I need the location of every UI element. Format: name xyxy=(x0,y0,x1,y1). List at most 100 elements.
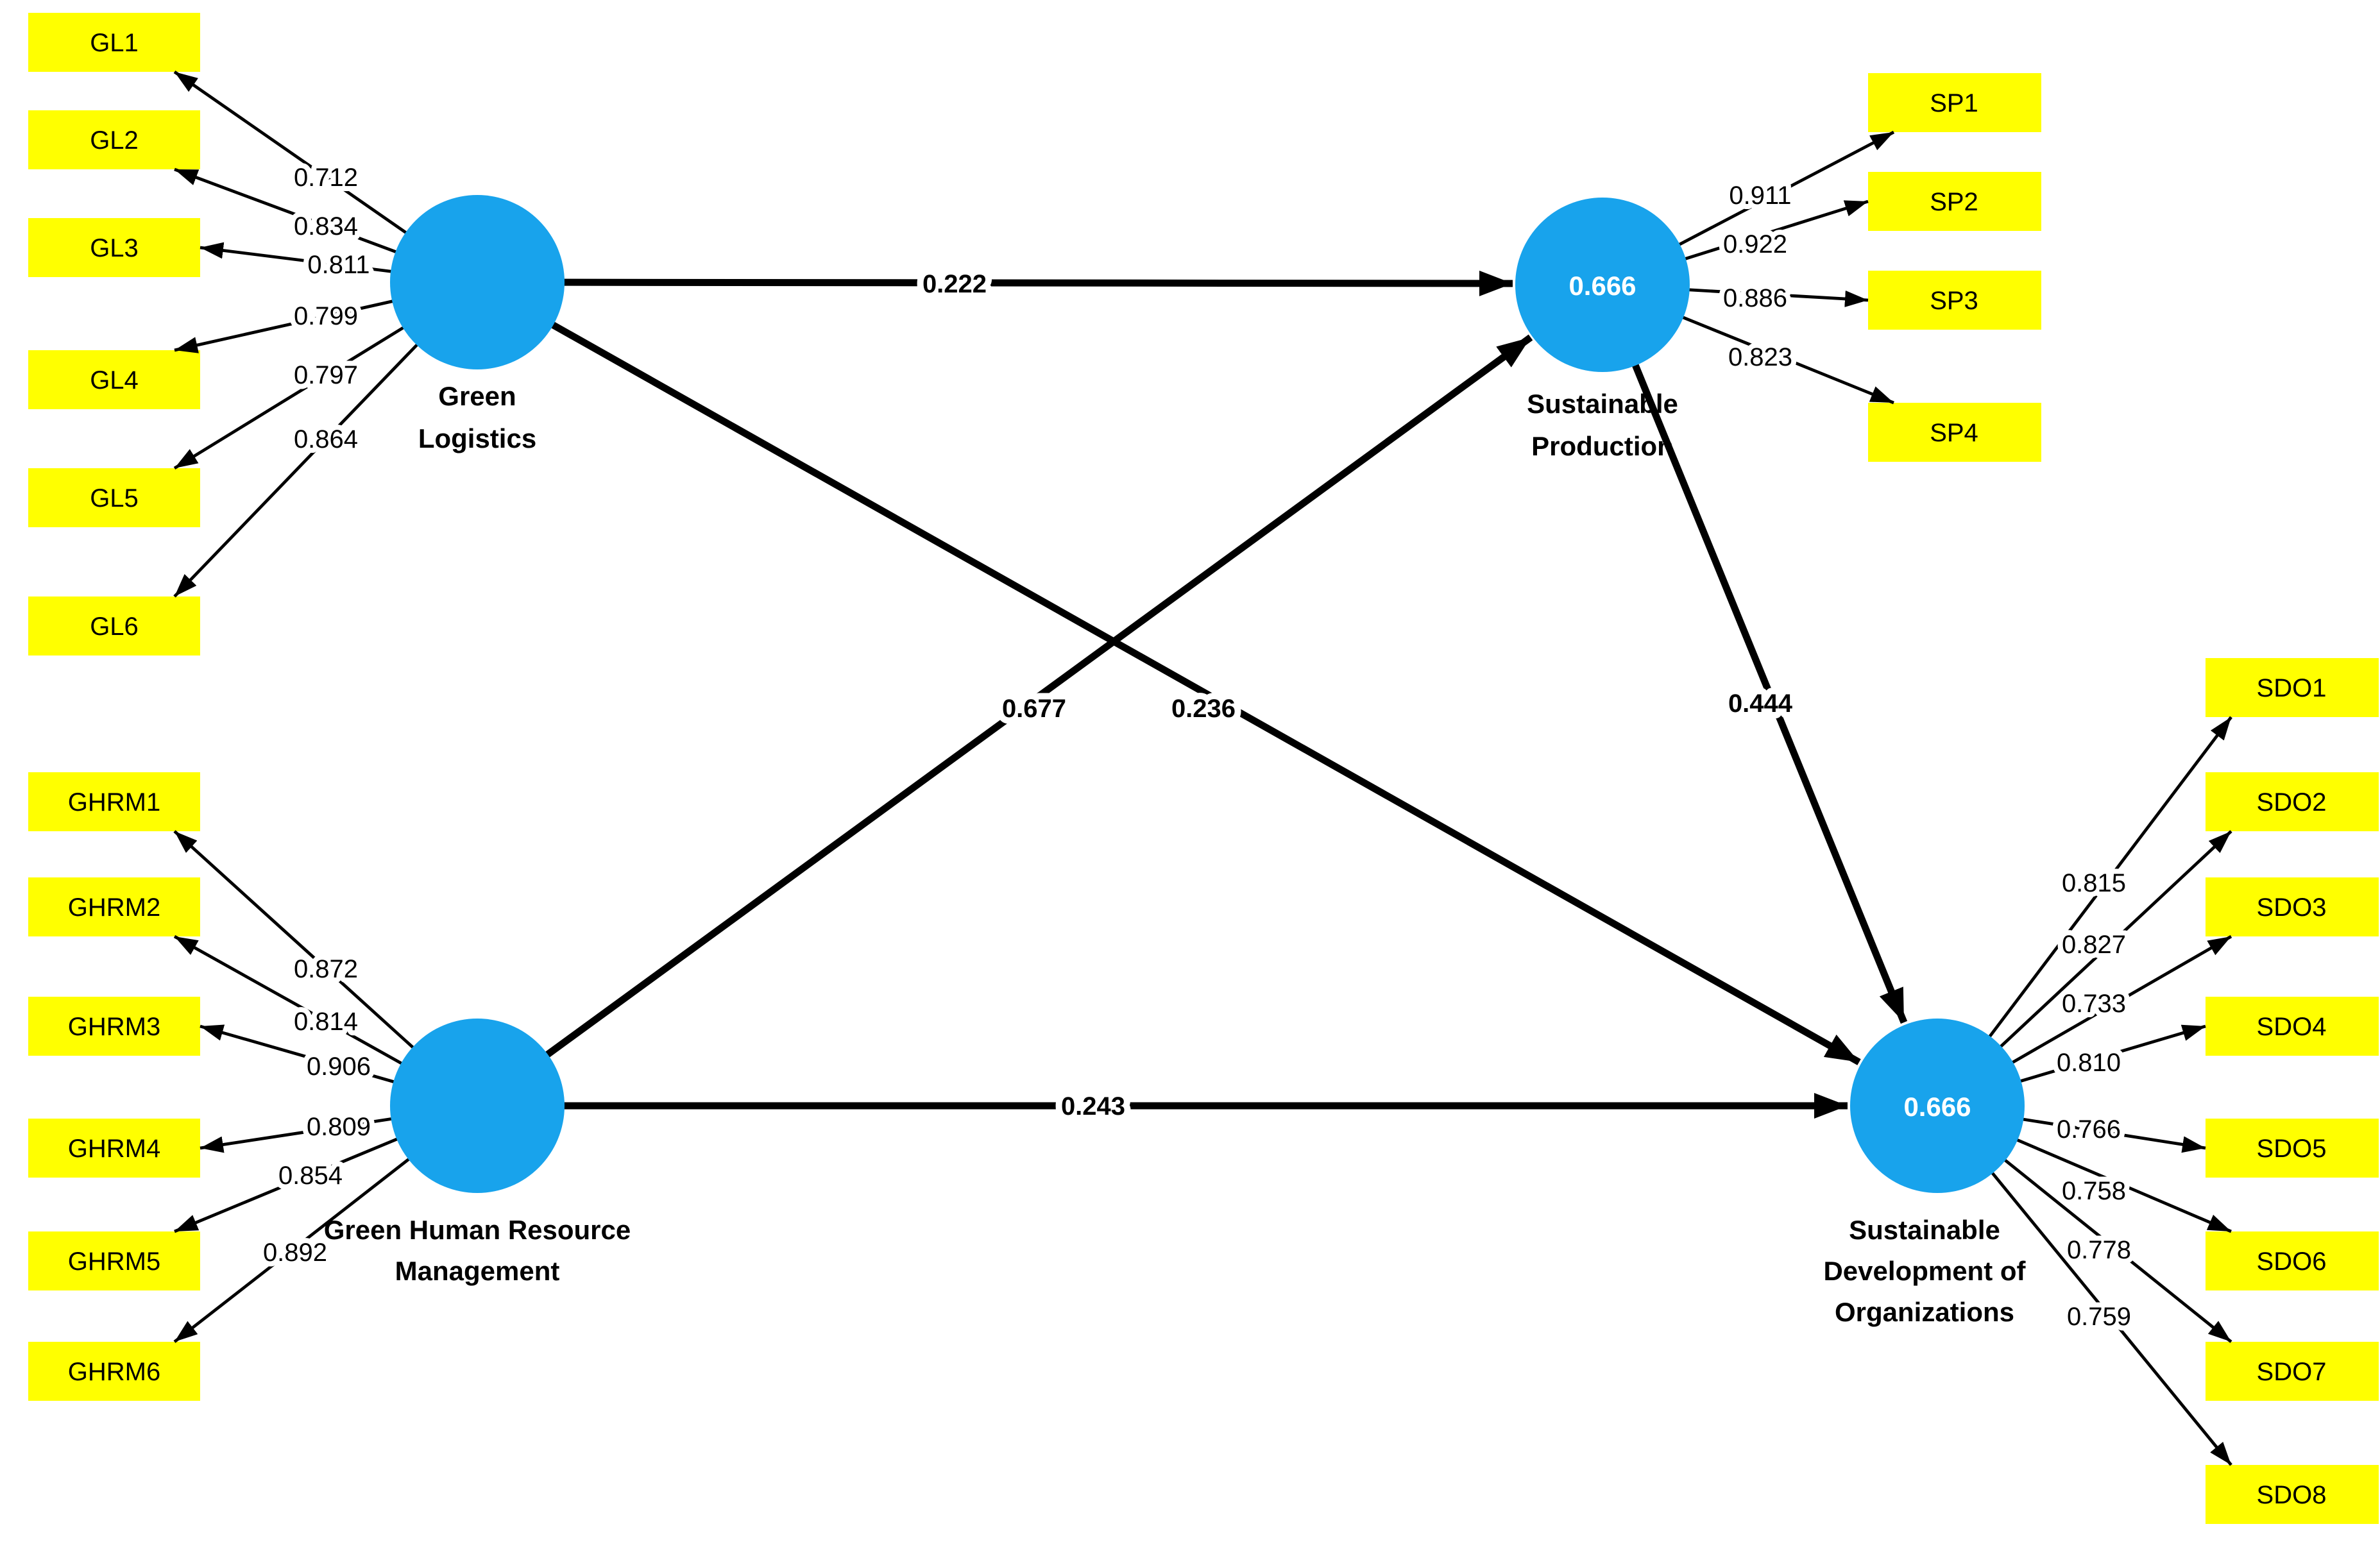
indicator-box-ghrm2 xyxy=(28,877,200,936)
indicator-box-sdo3 xyxy=(2206,877,2379,936)
r2-value-sdo: 0.666 xyxy=(1903,1092,1971,1122)
indicator-label-sp2: SP2 xyxy=(1930,188,1978,216)
indicator-label-gl1: GL1 xyxy=(90,29,139,57)
loading-value-ghrm5: 0.854 xyxy=(278,1162,343,1190)
indicator-label-sdo7: SDO7 xyxy=(2257,1358,2327,1386)
indicator-cluster-ghrm: GHRM1 GHRM2 GHRM3 GHRM4 GHRM5 GHRM6 xyxy=(28,772,200,1401)
indicator-box-ghrm5 xyxy=(28,1231,200,1290)
indicator-box-gl3 xyxy=(28,218,200,277)
construct-label-gl: Green Logistics xyxy=(418,381,536,453)
indicator-box-gl1 xyxy=(28,13,200,72)
indicator-label-sdo1: SDO1 xyxy=(2257,674,2327,702)
indicator-label-sdo5: SDO5 xyxy=(2257,1135,2327,1163)
construct-circle-gl xyxy=(390,195,565,369)
indicator-label-ghrm2: GHRM2 xyxy=(68,893,160,922)
loading-value-gl3: 0.811 xyxy=(307,251,370,279)
indicator-label-ghrm5: GHRM5 xyxy=(68,1248,160,1276)
indicator-label-sdo6: SDO6 xyxy=(2257,1248,2327,1276)
loading-value-sdo4: 0.810 xyxy=(2057,1049,2121,1077)
construct-label-ghrm-line2: Management xyxy=(395,1256,560,1286)
loading-value-sdo1: 0.815 xyxy=(2062,869,2126,897)
path-arrow-gl-to-sdo xyxy=(475,279,1861,1065)
construct-circle-ghrm xyxy=(390,1019,565,1193)
loading-value-ghrm2: 0.814 xyxy=(294,1008,358,1036)
indicator-box-sp4 xyxy=(1868,403,2041,462)
loading-value-sp2: 0.922 xyxy=(1723,230,1787,258)
indicator-label-gl3: GL3 xyxy=(90,234,139,262)
path-arrow-gl-to-sp xyxy=(477,270,1513,296)
indicator-box-ghrm4 xyxy=(28,1119,200,1178)
indicator-cluster-sdo: SDO1 SDO2 SDO3 SDO4 SDO5 SDO6 SDO7 SDO8 xyxy=(2206,658,2379,1524)
loading-value-gl5: 0.797 xyxy=(294,361,358,389)
indicator-box-sdo5 xyxy=(2206,1119,2379,1178)
path-arrow-ghrm-to-sp xyxy=(475,334,1533,1109)
indicator-box-gl4 xyxy=(28,350,200,409)
indicator-box-sp1 xyxy=(1868,73,2041,132)
indicator-label-gl6: GL6 xyxy=(90,613,139,641)
indicator-label-sdo8: SDO8 xyxy=(2257,1481,2327,1509)
indicator-label-gl5: GL5 xyxy=(90,484,139,512)
loading-value-sdo7: 0.778 xyxy=(2067,1236,2131,1264)
indicator-box-sdo2 xyxy=(2206,772,2379,831)
indicator-box-ghrm3 xyxy=(28,997,200,1056)
construct-label-gl-line2: Logistics xyxy=(418,423,536,453)
indicator-label-gl2: GL2 xyxy=(90,126,139,155)
construct-label-sp-line2: Production xyxy=(1531,431,1674,461)
indicator-box-gl6 xyxy=(28,596,200,656)
construct-label-sp: Sustainable Production xyxy=(1527,389,1678,461)
indicator-label-sdo3: SDO3 xyxy=(2257,893,2327,922)
indicator-label-sp3: SP3 xyxy=(1930,287,1978,315)
loading-value-sp1: 0.911 xyxy=(1729,182,1791,210)
loading-value-sdo2: 0.827 xyxy=(2062,931,2126,959)
loading-value-gl4: 0.799 xyxy=(294,302,358,330)
loading-value-gl1: 0.712 xyxy=(294,164,358,192)
loading-value-ghrm4: 0.809 xyxy=(307,1113,371,1141)
construct-circle-sp xyxy=(1515,198,1690,372)
indicator-box-gl2 xyxy=(28,110,200,169)
loading-value-sdo5: 0.766 xyxy=(2057,1115,2121,1144)
construct-label-sp-line1: Sustainable xyxy=(1527,389,1678,419)
indicator-box-sdo1 xyxy=(2206,658,2379,717)
loading-value-ghrm6: 0.892 xyxy=(263,1239,327,1267)
loading-value-gl2: 0.834 xyxy=(294,212,358,241)
indicator-box-ghrm1 xyxy=(28,772,200,831)
construct-circle-sdo xyxy=(1850,1019,2025,1193)
construct-label-sdo-line1: Sustainable xyxy=(1849,1215,2000,1245)
path-coefficient-ghrm-to-sdo: 0.243 xyxy=(1061,1092,1125,1121)
indicator-box-sp3 xyxy=(1868,271,2041,330)
indicator-box-sdo4 xyxy=(2206,997,2379,1056)
indicator-box-sdo6 xyxy=(2206,1231,2379,1290)
indicator-cluster-gl: GL1 GL2 GL3 GL4 GL5 GL6 xyxy=(28,13,200,656)
loading-values: 0.712 0.834 0.811 0.799 0.797 0.864 0.87… xyxy=(258,158,2136,1336)
construct-label-gl-line1: Green xyxy=(438,381,516,411)
r2-value-sp: 0.666 xyxy=(1568,271,1636,301)
construct-circles xyxy=(390,195,2025,1193)
structural-paths xyxy=(475,270,1908,1119)
construct-label-ghrm-line1: Green Human Resource xyxy=(324,1215,631,1245)
indicator-box-sdo8 xyxy=(2206,1465,2379,1524)
indicator-box-sdo7 xyxy=(2206,1342,2379,1401)
construct-label-sdo-line2: Development of xyxy=(1823,1256,2026,1286)
indicator-label-sdo4: SDO4 xyxy=(2257,1013,2327,1041)
loading-value-sdo8: 0.759 xyxy=(2067,1303,2131,1331)
construct-label-sdo-line3: Organizations xyxy=(1835,1297,2014,1327)
loading-value-sdo3: 0.733 xyxy=(2062,990,2126,1018)
path-coefficient-gl-to-sdo: 0.236 xyxy=(1171,695,1236,723)
indicator-label-ghrm1: GHRM1 xyxy=(68,788,160,816)
construct-label-sdo: Sustainable Development of Organizations xyxy=(1823,1215,2026,1327)
indicator-label-ghrm4: GHRM4 xyxy=(68,1135,160,1163)
loading-value-gl6: 0.864 xyxy=(294,425,358,453)
indicator-label-sdo2: SDO2 xyxy=(2257,788,2327,816)
indicator-label-ghrm6: GHRM6 xyxy=(68,1358,160,1386)
indicator-cluster-sp: SP1 SP2 SP3 SP4 xyxy=(1868,73,2041,462)
loading-value-ghrm1: 0.872 xyxy=(294,955,358,983)
indicator-box-gl5 xyxy=(28,468,200,527)
indicator-label-sp1: SP1 xyxy=(1930,89,1978,117)
indicator-label-sp4: SP4 xyxy=(1930,419,1978,447)
path-arrow-sp-to-sdo xyxy=(1599,283,1908,1024)
loading-value-ghrm3: 0.906 xyxy=(307,1053,371,1081)
path-coefficient-gl-to-sp: 0.222 xyxy=(922,270,987,298)
path-coefficient-sp-to-sdo: 0.444 xyxy=(1728,689,1793,718)
